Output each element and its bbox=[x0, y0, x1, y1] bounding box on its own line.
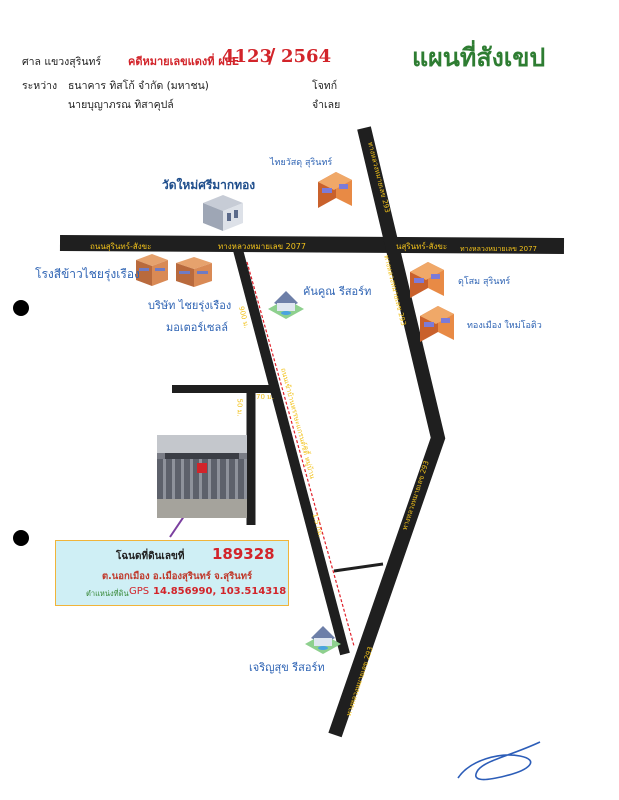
building-icon bbox=[176, 257, 212, 287]
case-year: 2564 bbox=[281, 46, 332, 67]
plaintiff-name: ธนาคาร ทิสโก้ จำกัด (มหาชน) bbox=[68, 80, 209, 92]
case-number: 4123 bbox=[222, 46, 273, 67]
between-label: ระหว่าง bbox=[22, 80, 58, 92]
plaintiff-role: โจทก์ bbox=[312, 80, 338, 92]
place-mall: ทองเมือง ใหม่โอติว bbox=[467, 321, 542, 331]
building-icon bbox=[203, 195, 243, 231]
route-dashed bbox=[246, 261, 355, 647]
punch-hole-bottom bbox=[13, 530, 29, 546]
gps-value: 14.856990, 103.514318 bbox=[153, 586, 287, 597]
building-icon bbox=[410, 262, 444, 298]
highway-2077 bbox=[59, 235, 565, 254]
connector-road bbox=[333, 562, 384, 573]
place-thai-watsadu: ไทยวัสดุ สุรินทร์ bbox=[270, 158, 333, 168]
house-icon bbox=[268, 291, 304, 319]
highway-293 bbox=[328, 126, 446, 738]
land-photo bbox=[157, 435, 247, 518]
gps-prefix: GPS bbox=[129, 586, 150, 597]
case-label: คดีหมายเลขแดงที่ ผบE bbox=[128, 55, 240, 68]
deed-label: โฉนดที่ดินเลขที่ bbox=[116, 551, 185, 562]
court-label: ศาล แขวงสุรินทร์ bbox=[22, 56, 102, 68]
punch-hole-top bbox=[13, 300, 29, 316]
place-dusit: ดุโสม สุรินทร์ bbox=[458, 277, 511, 287]
house-icon bbox=[305, 626, 341, 654]
gps-label: ตำแหน่งที่ดิน bbox=[86, 589, 129, 598]
land-location: ต.นอกเมือง อ.เมืองสุรินทร์ จ.สุรินทร์ bbox=[102, 571, 253, 582]
side-road bbox=[233, 248, 350, 656]
case-separator: / bbox=[268, 44, 276, 68]
road-label-2077-mid: ทางหลวงหมายเลข 2077 bbox=[218, 242, 306, 251]
place-company-line1: บริษัท ไชยรุ่งเรือง bbox=[148, 299, 232, 312]
place-resort-2: เจริญสุข รีสอร์ท bbox=[249, 661, 325, 674]
building-icon bbox=[318, 172, 352, 208]
map-title: แผนที่สังเขป bbox=[412, 43, 546, 72]
signature bbox=[457, 741, 541, 781]
road-label-2077-right-a: นสุรินทร์-สังขะ bbox=[396, 242, 448, 251]
deed-number: 189328 bbox=[212, 545, 275, 563]
place-resort-1: คันคูณ รีสอร์ท bbox=[303, 285, 372, 298]
building-icon bbox=[420, 306, 454, 342]
building-icon bbox=[136, 254, 168, 286]
place-company-line2: มอเตอร์เซลล์ bbox=[166, 321, 228, 334]
road-label-2077-left: ถนนสุรินทร์-สังขะ bbox=[90, 242, 152, 251]
defendant-role: จำเลย bbox=[312, 99, 341, 111]
road-label-2077-right-b: ทางหลวงหมายเลข 2077 bbox=[460, 245, 537, 253]
defendant-name: นายบุญาภรณ ทิสาคุปล์ bbox=[68, 99, 174, 111]
distance-50: 50 ม. bbox=[235, 398, 244, 417]
land-info-box: โฉนดที่ดินเลขที่ 189328 ต.นอกเมือง อ.เมื… bbox=[55, 540, 289, 606]
distance-70: 70 ม. bbox=[256, 393, 274, 401]
place-rice-mill: โรงสีข้าวไชยรุ่งเรือง bbox=[35, 267, 140, 281]
place-wat: วัดใหม่ศรีมากทอง bbox=[162, 178, 256, 192]
